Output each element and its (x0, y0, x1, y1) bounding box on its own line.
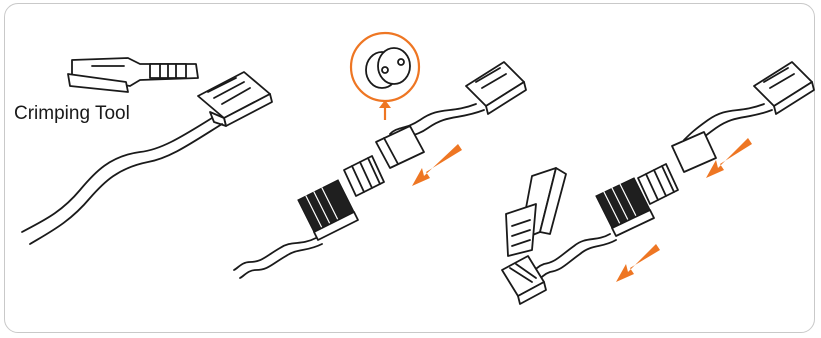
seal-insert-icon (351, 33, 419, 101)
arrow-icon (616, 244, 660, 282)
rj45-plug-icon (502, 256, 546, 304)
cable-gland-icon (298, 156, 384, 240)
cable (22, 118, 222, 244)
rj45-plug-icon (754, 62, 814, 114)
cable-gland-icon (596, 164, 678, 236)
rj45-plug-icon (466, 62, 526, 114)
panel-1 (22, 58, 272, 244)
rj45-plug-icon (198, 72, 272, 126)
crimping-tool-icon (68, 58, 198, 92)
panel-2 (234, 33, 526, 278)
arrow-icon (379, 100, 391, 120)
crimping-tool-icon (506, 168, 566, 256)
panel-3 (502, 62, 814, 304)
